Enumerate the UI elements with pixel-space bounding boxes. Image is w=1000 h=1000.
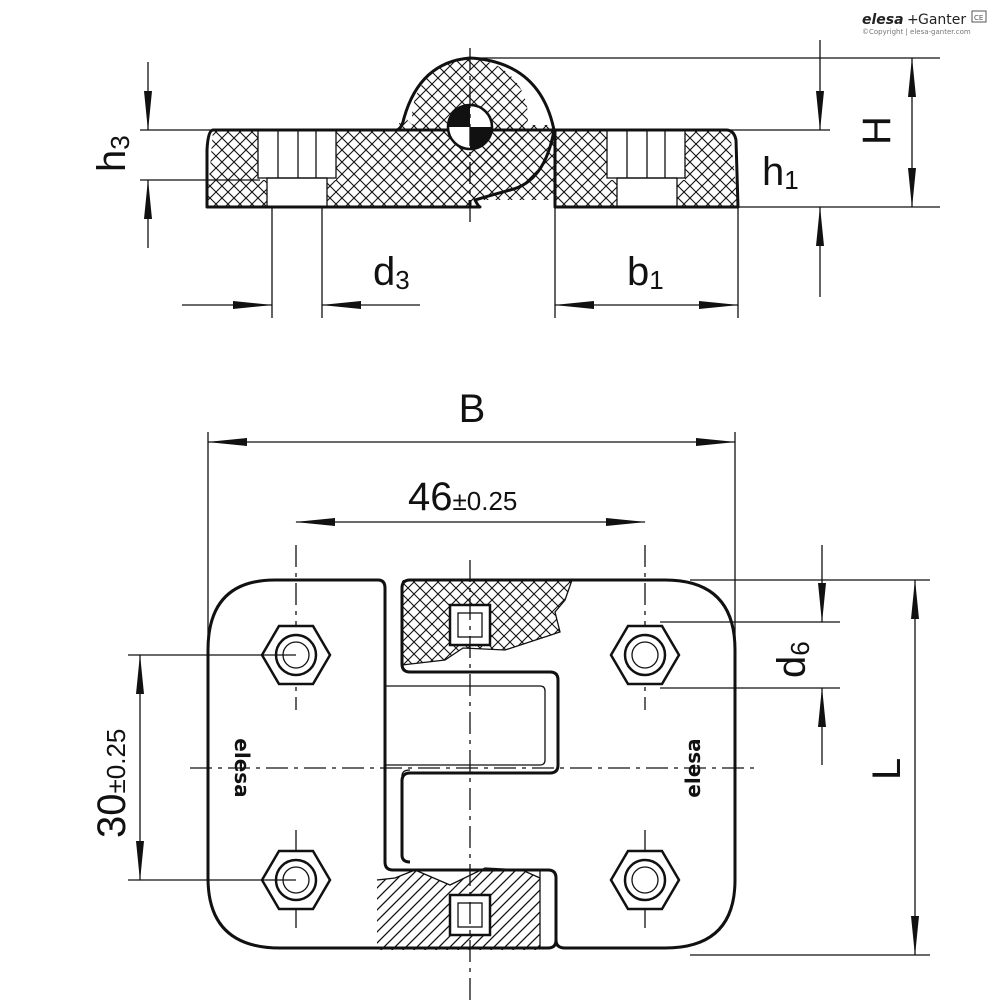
ce-badge-frame [971,10,987,23]
hex-hole-bottom-right [609,849,681,911]
dim-h1-label: h1 [762,150,799,195]
dim-h3-label: h3 [90,135,135,172]
logo-ganter-text: Ganter [918,12,966,28]
brand-logo: elesa + Ganter CE ©Copyright | elesa-gan… [862,10,987,36]
side-dimensions: h3 h1 H d3 b1 [90,40,940,318]
dim-H-label: H [855,116,899,145]
top-view: elesa elesa [190,545,760,1000]
embossed-brand-right: elesa [681,738,705,797]
dim-d6-label: d6 [770,641,815,678]
dim-span-label: 46±0.25 [408,475,517,519]
logo-elesa-text: elesa [862,12,904,28]
hex-hole-top-right [609,624,681,686]
side-view [205,48,740,225]
embossed-brand-left: elesa [230,738,254,797]
dim-pitch-label: 30±0.25 [90,729,134,838]
logo-plus-text: + [907,12,919,28]
ce-badge: CE [974,14,983,22]
copyright-text: ©Copyright | elesa-ganter.com [862,28,971,36]
dim-L-label: L [865,758,909,780]
dim-B-label: B [459,387,486,431]
top-dimensions: B 46±0.25 30±0.25 d6 L [90,387,930,956]
dim-d3-label: d3 [373,250,410,295]
dim-b1-label: b1 [627,250,664,295]
